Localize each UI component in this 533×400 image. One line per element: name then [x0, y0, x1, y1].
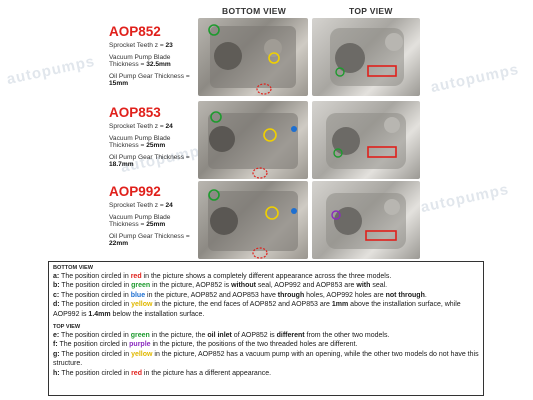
bottom-view-notes-heading: BOTTOM VIEW	[53, 265, 93, 271]
aop992-top-photo	[312, 181, 420, 259]
top-view-header: TOP VIEW	[349, 6, 393, 16]
vacuum-spec: Vacuum Pump Blade Thickness = 32.5mm	[109, 53, 171, 69]
model-aop992: AOP992 Sprocket Teeth z = 24 Vacuum Pump…	[109, 184, 197, 252]
vacuum-spec: Vacuum Pump Blade Thickness = 25mm	[109, 213, 171, 229]
gear-spec: Oil Pump Gear Thickness = 18.7mm	[109, 153, 190, 169]
model-name: AOP853	[109, 105, 161, 120]
model-aop853: AOP853 Sprocket Teeth z = 24 Vacuum Pump…	[109, 105, 197, 173]
watermark: autopumps	[5, 52, 97, 89]
note-h: h: The position circled in red in the pi…	[53, 369, 272, 377]
sprocket-spec: Sprocket Teeth z = 23	[109, 42, 173, 49]
note-e: e: The position circled in green in the …	[53, 332, 390, 340]
note-g: g: The position circled in yellow in the…	[53, 350, 479, 368]
sprocket-spec: Sprocket Teeth z = 24	[109, 202, 173, 209]
bottom-view-header: BOTTOM VIEW	[222, 6, 287, 16]
sprocket-spec: Sprocket Teeth z = 24	[109, 123, 173, 130]
watermark: autopumps	[429, 60, 521, 97]
note-b: b: The position circled in green in the …	[53, 282, 388, 290]
aop853-top-photo	[312, 101, 420, 179]
aop852-bottom-photo	[198, 18, 308, 96]
vacuum-spec: Vacuum Pump Blade Thickness = 25mm	[109, 134, 171, 150]
model-aop852: AOP852 Sprocket Teeth z = 23 Vacuum Pump…	[109, 24, 197, 92]
note-d: d: The position circled in yellow in the…	[53, 301, 461, 318]
notes-box: BOTTOM VIEW a: The position circled in r…	[48, 261, 484, 396]
note-a: a: The position circled in red in the pi…	[53, 273, 392, 280]
gear-spec: Oil Pump Gear Thickness = 22mm	[109, 232, 190, 248]
note-c: c: The position circled in blue in the p…	[53, 291, 427, 299]
watermark: autopumps	[419, 180, 511, 217]
aop992-bottom-photo	[198, 181, 308, 259]
aop852-top-photo	[312, 18, 420, 96]
top-view-notes-heading: TOP VIEW	[53, 324, 81, 331]
model-name: AOP992	[109, 184, 161, 199]
aop853-bottom-photo	[198, 101, 308, 179]
model-name: AOP852	[109, 24, 161, 39]
gear-spec: Oil Pump Gear Thickness = 15mm	[109, 72, 190, 88]
note-f: f: The position circled in purple in the…	[53, 341, 358, 349]
